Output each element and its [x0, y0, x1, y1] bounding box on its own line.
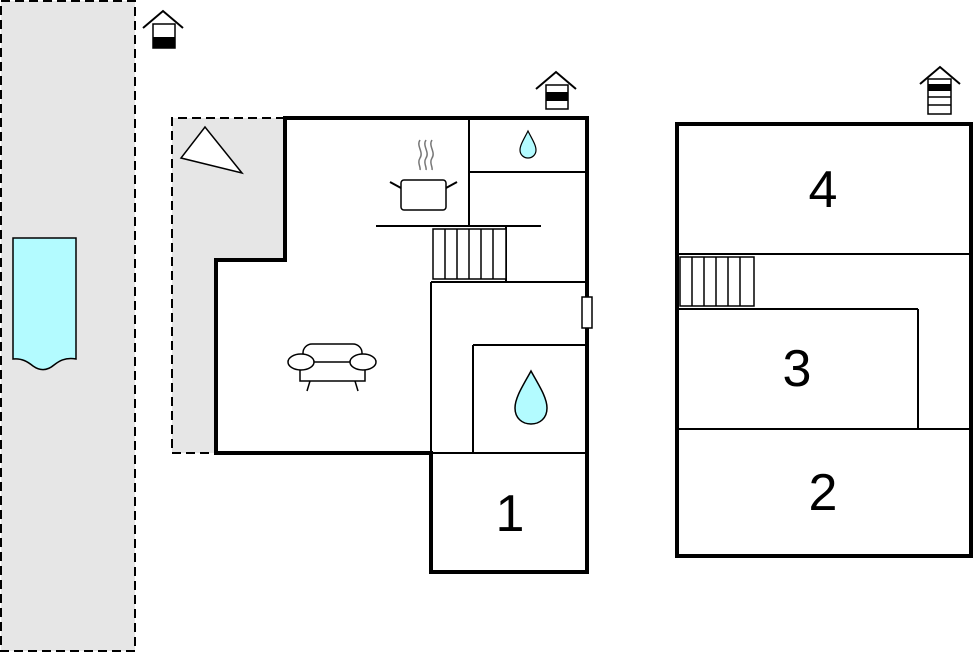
pool-icon [12, 237, 77, 371]
kitchen-pot-icon [389, 139, 458, 211]
door-icon [581, 296, 593, 329]
upper-stairs-icon [679, 256, 755, 307]
room-2-label: 2 [809, 464, 838, 522]
bath-drop-icon [519, 129, 537, 159]
room-3-label: 3 [783, 340, 812, 398]
ground-floor-icon [142, 9, 184, 49]
shower-drop-icon [514, 369, 548, 425]
terrace-icon [179, 125, 244, 175]
upper-floor-walls [675, 122, 973, 558]
sofa-icon [287, 343, 377, 392]
second-floor-icon [919, 65, 961, 115]
room-4-label: 4 [809, 161, 838, 219]
room-1-label: 1 [496, 485, 525, 543]
stairs-icon [432, 228, 507, 280]
terrace-area [171, 117, 285, 454]
first-floor-icon [535, 70, 577, 110]
